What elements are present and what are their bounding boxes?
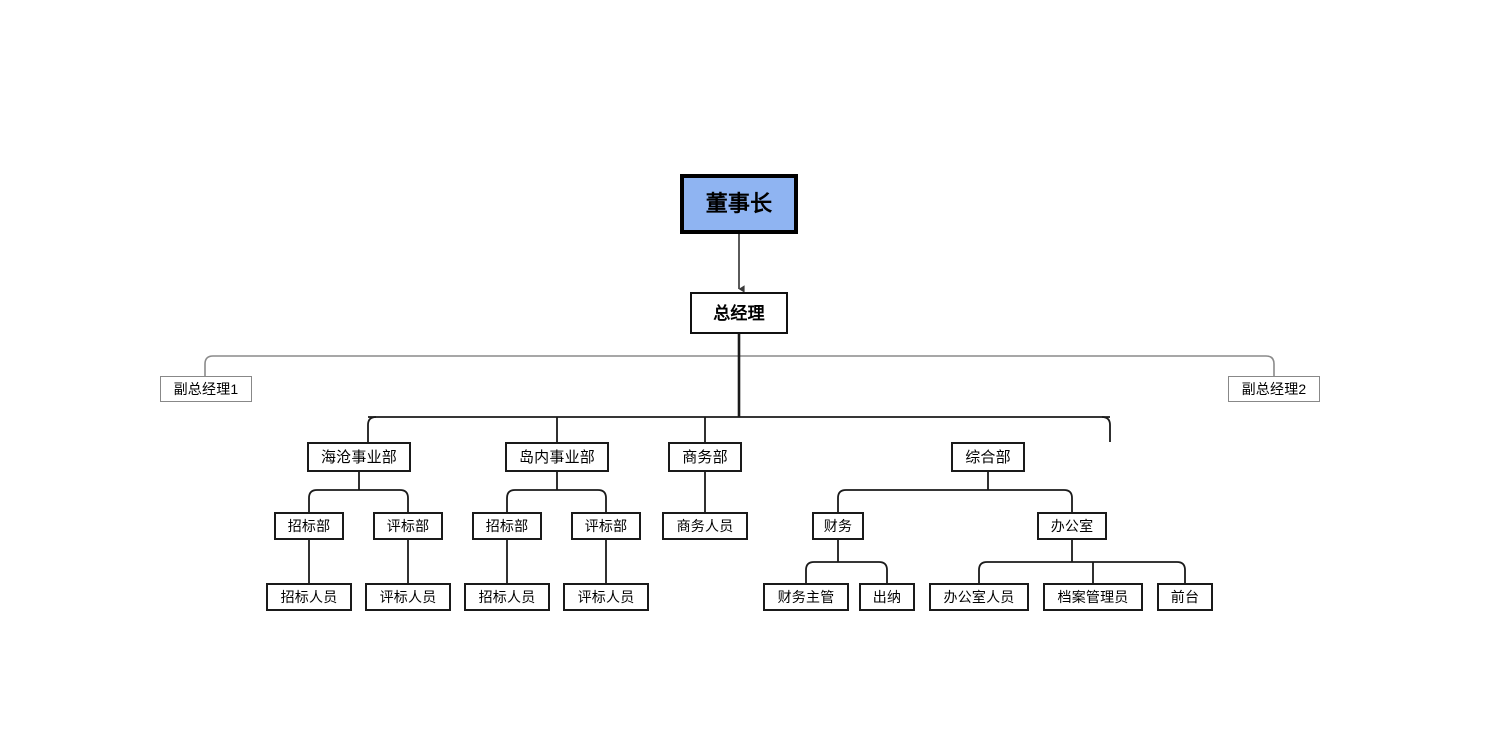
node-division-daonei-label: 岛内事业部 bbox=[518, 448, 595, 466]
node-chairman[interactable]: 董事长 bbox=[680, 174, 798, 234]
node-division-daonei[interactable]: 岛内事业部 bbox=[505, 442, 609, 472]
edge-office-to-staff bbox=[978, 561, 988, 583]
node-daonei-bidding-dept-label: 招标部 bbox=[485, 518, 529, 534]
node-daonei-bidding-dept[interactable]: 招标部 bbox=[472, 512, 542, 540]
node-office[interactable]: 办公室 bbox=[1037, 512, 1107, 540]
node-haicang-evaluation-personnel[interactable]: 评标人员 bbox=[365, 583, 451, 611]
node-cashier-label: 出纳 bbox=[872, 589, 902, 605]
node-archivist-label: 档案管理员 bbox=[1057, 589, 1129, 605]
edge-bus-to-haicang bbox=[367, 416, 377, 442]
node-daonei-evaluation-personnel-label: 评标人员 bbox=[577, 589, 635, 605]
node-division-haicang[interactable]: 海沧事业部 bbox=[307, 442, 411, 472]
node-daonei-bidding-personnel-label: 招标人员 bbox=[478, 589, 536, 605]
edge-office-to-reception bbox=[1176, 561, 1186, 583]
edge-finance-to-supervisor bbox=[805, 561, 815, 583]
node-finance-supervisor[interactable]: 财务主管 bbox=[763, 583, 849, 611]
node-office-staff[interactable]: 办公室人员 bbox=[929, 583, 1029, 611]
node-haicang-bidding-dept-label: 招标部 bbox=[287, 518, 331, 534]
edge-general-to-finance bbox=[837, 489, 847, 512]
node-haicang-evaluation-personnel-label: 评标人员 bbox=[379, 589, 437, 605]
node-haicang-evaluation-dept[interactable]: 评标部 bbox=[373, 512, 443, 540]
edge-bus-to-general bbox=[1101, 416, 1111, 442]
node-general-manager[interactable]: 总经理 bbox=[690, 292, 788, 334]
node-deputy-manager-1-label: 副总经理1 bbox=[173, 381, 239, 397]
node-department-business[interactable]: 商务部 bbox=[668, 442, 742, 472]
node-daonei-bidding-personnel[interactable]: 招标人员 bbox=[464, 583, 550, 611]
edge-haicang-eval-drop bbox=[399, 489, 409, 512]
edge-finance-to-cashier bbox=[878, 561, 888, 583]
node-office-label: 办公室 bbox=[1050, 518, 1094, 534]
node-general-manager-label: 总经理 bbox=[713, 303, 765, 323]
node-finance-label: 财务 bbox=[823, 518, 853, 534]
node-cashier[interactable]: 出纳 bbox=[859, 583, 915, 611]
node-archivist[interactable]: 档案管理员 bbox=[1043, 583, 1143, 611]
node-chairman-label: 董事长 bbox=[705, 191, 773, 216]
node-department-business-label: 商务部 bbox=[682, 448, 728, 466]
node-daonei-evaluation-dept[interactable]: 评标部 bbox=[571, 512, 641, 540]
edge-general-to-office bbox=[1063, 489, 1073, 512]
edge-haicang-bidding-drop bbox=[308, 489, 318, 512]
node-haicang-bidding-personnel[interactable]: 招标人员 bbox=[266, 583, 352, 611]
node-department-general-affairs[interactable]: 综合部 bbox=[951, 442, 1025, 472]
node-business-staff[interactable]: 商务人员 bbox=[662, 512, 748, 540]
node-daonei-evaluation-dept-label: 评标部 bbox=[584, 518, 628, 534]
node-division-haicang-label: 海沧事业部 bbox=[320, 448, 397, 466]
edge-bus-to-deputy1 bbox=[204, 355, 739, 376]
node-haicang-bidding-dept[interactable]: 招标部 bbox=[274, 512, 344, 540]
edge-daonei-bidding-drop bbox=[506, 489, 516, 512]
node-finance-supervisor-label: 财务主管 bbox=[777, 589, 835, 605]
node-deputy-manager-1[interactable]: 副总经理1 bbox=[160, 376, 252, 402]
node-office-staff-label: 办公室人员 bbox=[943, 589, 1015, 605]
node-department-general-affairs-label: 综合部 bbox=[965, 448, 1011, 466]
node-deputy-manager-2[interactable]: 副总经理2 bbox=[1228, 376, 1320, 402]
node-finance[interactable]: 财务 bbox=[812, 512, 864, 540]
node-reception[interactable]: 前台 bbox=[1157, 583, 1213, 611]
node-haicang-bidding-personnel-label: 招标人员 bbox=[280, 589, 338, 605]
edge-daonei-eval-drop bbox=[597, 489, 607, 512]
node-deputy-manager-2-label: 副总经理2 bbox=[1241, 381, 1307, 397]
edge-bus-to-deputy2 bbox=[739, 355, 1275, 376]
node-business-staff-label: 商务人员 bbox=[676, 518, 734, 534]
node-haicang-evaluation-dept-label: 评标部 bbox=[386, 518, 430, 534]
node-reception-label: 前台 bbox=[1170, 589, 1200, 605]
node-daonei-evaluation-personnel[interactable]: 评标人员 bbox=[563, 583, 649, 611]
